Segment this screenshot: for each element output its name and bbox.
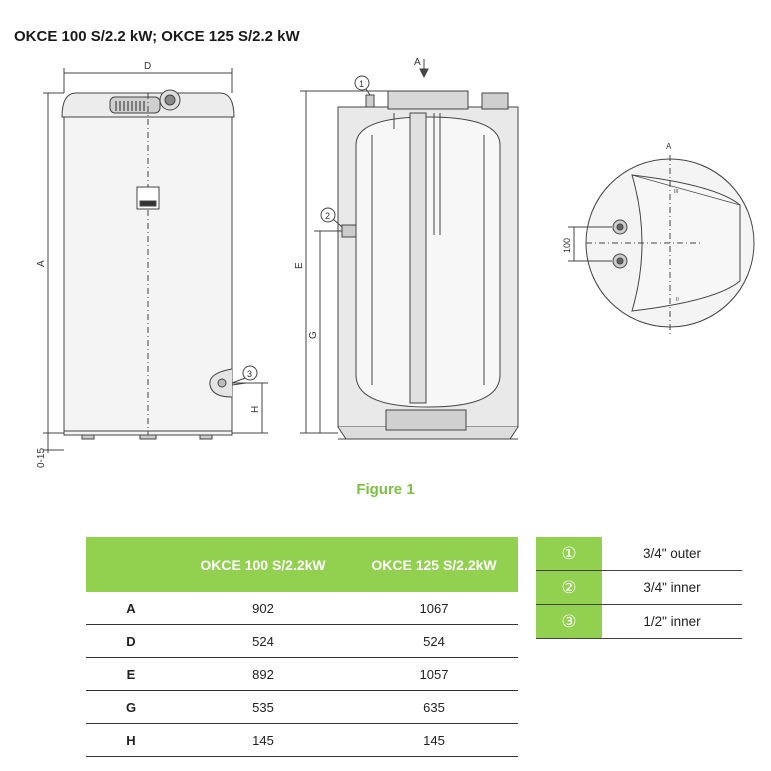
table-row: G 535 635 xyxy=(86,690,518,724)
row-value: 635 xyxy=(350,690,518,724)
top-mark-1: III xyxy=(674,189,678,195)
row-value: 524 xyxy=(350,624,518,658)
row-label: D xyxy=(86,624,176,658)
figure-caption: Figure 1 xyxy=(356,481,415,498)
row-value: 145 xyxy=(176,723,350,757)
table-row: ③ 1/2" inner xyxy=(536,604,742,639)
table-row: A 902 1067 xyxy=(86,592,518,625)
page-title: OKCE 100 S/2.2 kW; OKCE 125 S/2.2 kW xyxy=(14,28,300,45)
connections-table: ① 3/4" outer ② 3/4" inner ③ 1/2" inner xyxy=(536,537,742,639)
table-header-row: OKCE 100 S/2.2kW OKCE 125 S/2.2kW xyxy=(86,537,518,592)
top-mark-2: II xyxy=(676,297,679,303)
row-value: 535 xyxy=(176,690,350,724)
front-view xyxy=(43,68,268,453)
table-row: D 524 524 xyxy=(86,624,518,658)
connection-number: ① xyxy=(536,537,602,571)
technical-drawing: D A 0-15 H E G A A 100 1 2 3 III II xyxy=(36,57,755,468)
row-value: 902 xyxy=(176,592,350,625)
connection-size: 3/4" outer xyxy=(602,537,742,571)
row-label: G xyxy=(86,690,176,724)
dim-e-label: E xyxy=(294,262,305,269)
dim-g-label: G xyxy=(308,331,319,339)
row-value: 892 xyxy=(176,657,350,691)
arrow-a-label: A xyxy=(414,57,421,68)
header-okce-100: OKCE 100 S/2.2kW xyxy=(176,537,350,592)
dim-0-15-label: 0-15 xyxy=(36,448,47,468)
callout-1: 1 xyxy=(359,79,364,89)
connection-size: 1/2" inner xyxy=(602,604,742,639)
connection-size: 3/4" inner xyxy=(602,570,742,605)
top-view-a-label: A xyxy=(666,142,672,151)
row-label: E xyxy=(86,657,176,691)
dimensions-table: OKCE 100 S/2.2kW OKCE 125 S/2.2kW A 902 … xyxy=(86,537,518,757)
row-value: 145 xyxy=(350,723,518,757)
row-label: A xyxy=(86,592,176,625)
dim-a-label: A xyxy=(36,260,47,267)
row-value: 524 xyxy=(176,624,350,658)
header-okce-125: OKCE 125 S/2.2kW xyxy=(350,537,518,592)
header-blank xyxy=(86,537,176,592)
connection-number: ② xyxy=(536,570,602,605)
table-row: ① 3/4" outer xyxy=(536,537,742,571)
row-label: H xyxy=(86,723,176,757)
row-value: 1057 xyxy=(350,657,518,691)
table-row: H 145 145 xyxy=(86,723,518,757)
top-view xyxy=(568,155,755,335)
row-value: 1067 xyxy=(350,592,518,625)
section-view xyxy=(231,59,519,440)
dim-100-label: 100 xyxy=(562,238,572,253)
callout-2: 2 xyxy=(325,211,330,221)
callout-3: 3 xyxy=(247,369,252,379)
table-row: ② 3/4" inner xyxy=(536,570,742,605)
dim-h-label: H xyxy=(250,406,261,413)
dim-d-label: D xyxy=(144,61,151,72)
table-row: E 892 1057 xyxy=(86,657,518,691)
connection-number: ③ xyxy=(536,604,602,639)
